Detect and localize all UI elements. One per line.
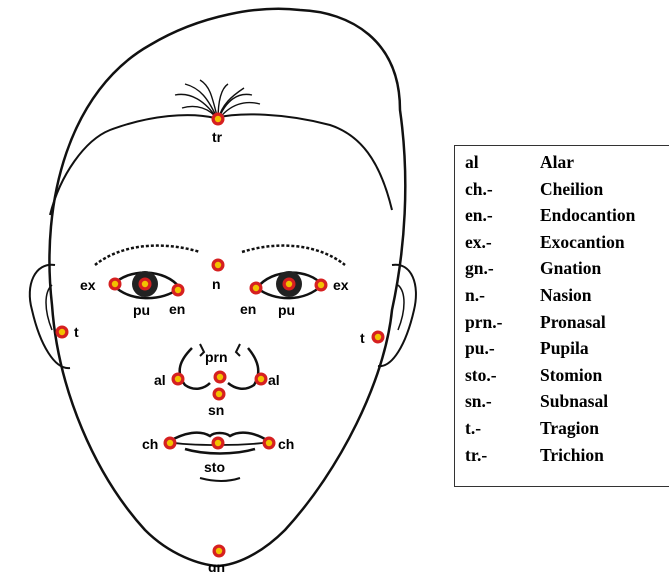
landmark-label: al <box>268 372 280 388</box>
landmark-marker-center <box>175 376 181 382</box>
legend-row: en.- Endocantion <box>455 205 669 229</box>
landmark-marker-center <box>286 281 292 287</box>
legend-abbreviation: prn.- <box>465 312 502 333</box>
legend-landmark-name: Exocantion <box>540 232 625 253</box>
legend-row: ch.- Cheilion <box>455 179 669 203</box>
landmark-label: en <box>240 301 256 317</box>
head-outline <box>49 9 405 566</box>
legend-abbreviation: sn.- <box>465 391 492 412</box>
legend-landmark-name: Alar <box>540 152 574 173</box>
landmark-marker-center <box>216 548 222 554</box>
nose-tip-mark-right <box>200 344 204 356</box>
landmark-marker-center <box>253 285 259 291</box>
landmark-label: gn <box>208 559 225 572</box>
legend-landmark-name: Endocantion <box>540 205 635 226</box>
landmark-ex-left: ex <box>315 277 349 293</box>
landmark-ch-right: ch <box>142 436 177 452</box>
landmark-label: ex <box>80 277 96 293</box>
legend-row: ex.- Exocantion <box>455 232 669 256</box>
landmark-marker-center <box>216 391 222 397</box>
legend-abbreviation: n.- <box>465 285 485 306</box>
legend-abbreviation: t.- <box>465 418 481 439</box>
legend-landmark-name: Gnation <box>540 258 601 279</box>
landmark-label: sto <box>204 459 225 475</box>
legend-landmark-name: Trichion <box>540 445 604 466</box>
legend-abbreviation: ex.- <box>465 232 492 253</box>
legend-row: tr.- Trichion <box>455 445 669 469</box>
legend-landmark-name: Nasion <box>540 285 592 306</box>
landmark-label: en <box>169 301 185 317</box>
legend-abbreviation: ch.- <box>465 179 493 200</box>
landmark-al-right: al <box>154 372 185 388</box>
landmark-label: ex <box>333 277 349 293</box>
landmark-sto: sto <box>204 437 225 476</box>
landmark-n: n <box>212 259 225 293</box>
landmark-label: n <box>212 276 221 292</box>
landmark-marker-center <box>217 374 223 380</box>
landmark-label: t <box>74 324 79 340</box>
landmark-marker-center <box>167 440 173 446</box>
landmark-label: tr <box>212 129 223 145</box>
legend-abbreviation: pu.- <box>465 338 495 359</box>
legend-landmark-name: Pronasal <box>540 312 606 333</box>
legend-row: prn.- Pronasal <box>455 312 669 336</box>
left-ear-inner <box>398 285 404 330</box>
landmark-marker-center <box>266 440 272 446</box>
landmark-marker-center <box>375 334 381 340</box>
chin-crease <box>200 478 240 481</box>
nose-left-wing <box>228 348 258 389</box>
landmark-t-right: t <box>56 324 80 340</box>
legend-landmark-name: Pupila <box>540 338 589 359</box>
left-eyebrow <box>242 246 345 265</box>
landmark-ex-right: ex <box>80 277 122 293</box>
landmark-tr: tr <box>212 113 225 146</box>
landmark-label: prn <box>205 349 228 365</box>
legend-landmark-name: Tragion <box>540 418 599 439</box>
landmark-marker-center <box>215 116 221 122</box>
landmark-label: ch <box>278 436 294 452</box>
landmark-label: al <box>154 372 166 388</box>
landmark-t-left: t <box>360 330 385 346</box>
right-eyebrow <box>95 246 200 265</box>
legend-box: al Alar ch.- Cheilion en.- Endocantion ex.- Exo… <box>454 145 669 487</box>
landmark-ch-left: ch <box>263 436 295 452</box>
legend-landmark-name: Stomion <box>540 365 602 386</box>
lower-lip <box>185 449 255 454</box>
landmark-marker-center <box>318 282 324 288</box>
legend-abbreviation: tr.- <box>465 445 487 466</box>
landmark-label: pu <box>133 302 150 318</box>
landmark-points: tr n ex pu en en pu ex t t prn al al sn ch ch sto gn <box>56 113 385 572</box>
legend-row: pu.- Pupila <box>455 338 669 362</box>
legend-landmark-name: Subnasal <box>540 391 608 412</box>
landmark-en-left: en <box>240 282 263 318</box>
legend-row: gn.- Gnation <box>455 258 669 282</box>
landmark-label: t <box>360 330 365 346</box>
legend-abbreviation: al <box>465 152 479 173</box>
landmark-marker-center <box>215 440 221 446</box>
legend-row: n.- Nasion <box>455 285 669 309</box>
landmark-label: sn <box>208 402 224 418</box>
landmark-prn: prn <box>205 349 228 384</box>
landmark-marker-center <box>59 329 65 335</box>
legend-row: sto.- Stomion <box>455 365 669 389</box>
legend-abbreviation: en.- <box>465 205 493 226</box>
landmark-marker-center <box>258 376 264 382</box>
landmark-label: ch <box>142 436 158 452</box>
landmark-sn: sn <box>208 388 226 419</box>
nose-tip-mark-left <box>236 344 240 356</box>
landmark-marker-center <box>112 281 118 287</box>
landmark-marker-center <box>215 262 221 268</box>
landmark-marker-center <box>142 281 148 287</box>
legend-row: t.- Tragion <box>455 418 669 442</box>
legend-abbreviation: sto.- <box>465 365 497 386</box>
landmark-marker-center <box>175 287 181 293</box>
legend-abbreviation: gn.- <box>465 258 494 279</box>
landmark-al-left: al <box>255 372 280 388</box>
landmark-label: pu <box>278 302 295 318</box>
landmark-gn: gn <box>208 545 226 572</box>
legend-row: sn.- Subnasal <box>455 391 669 415</box>
legend-landmark-name: Cheilion <box>540 179 603 200</box>
legend-row: al Alar <box>455 152 669 176</box>
